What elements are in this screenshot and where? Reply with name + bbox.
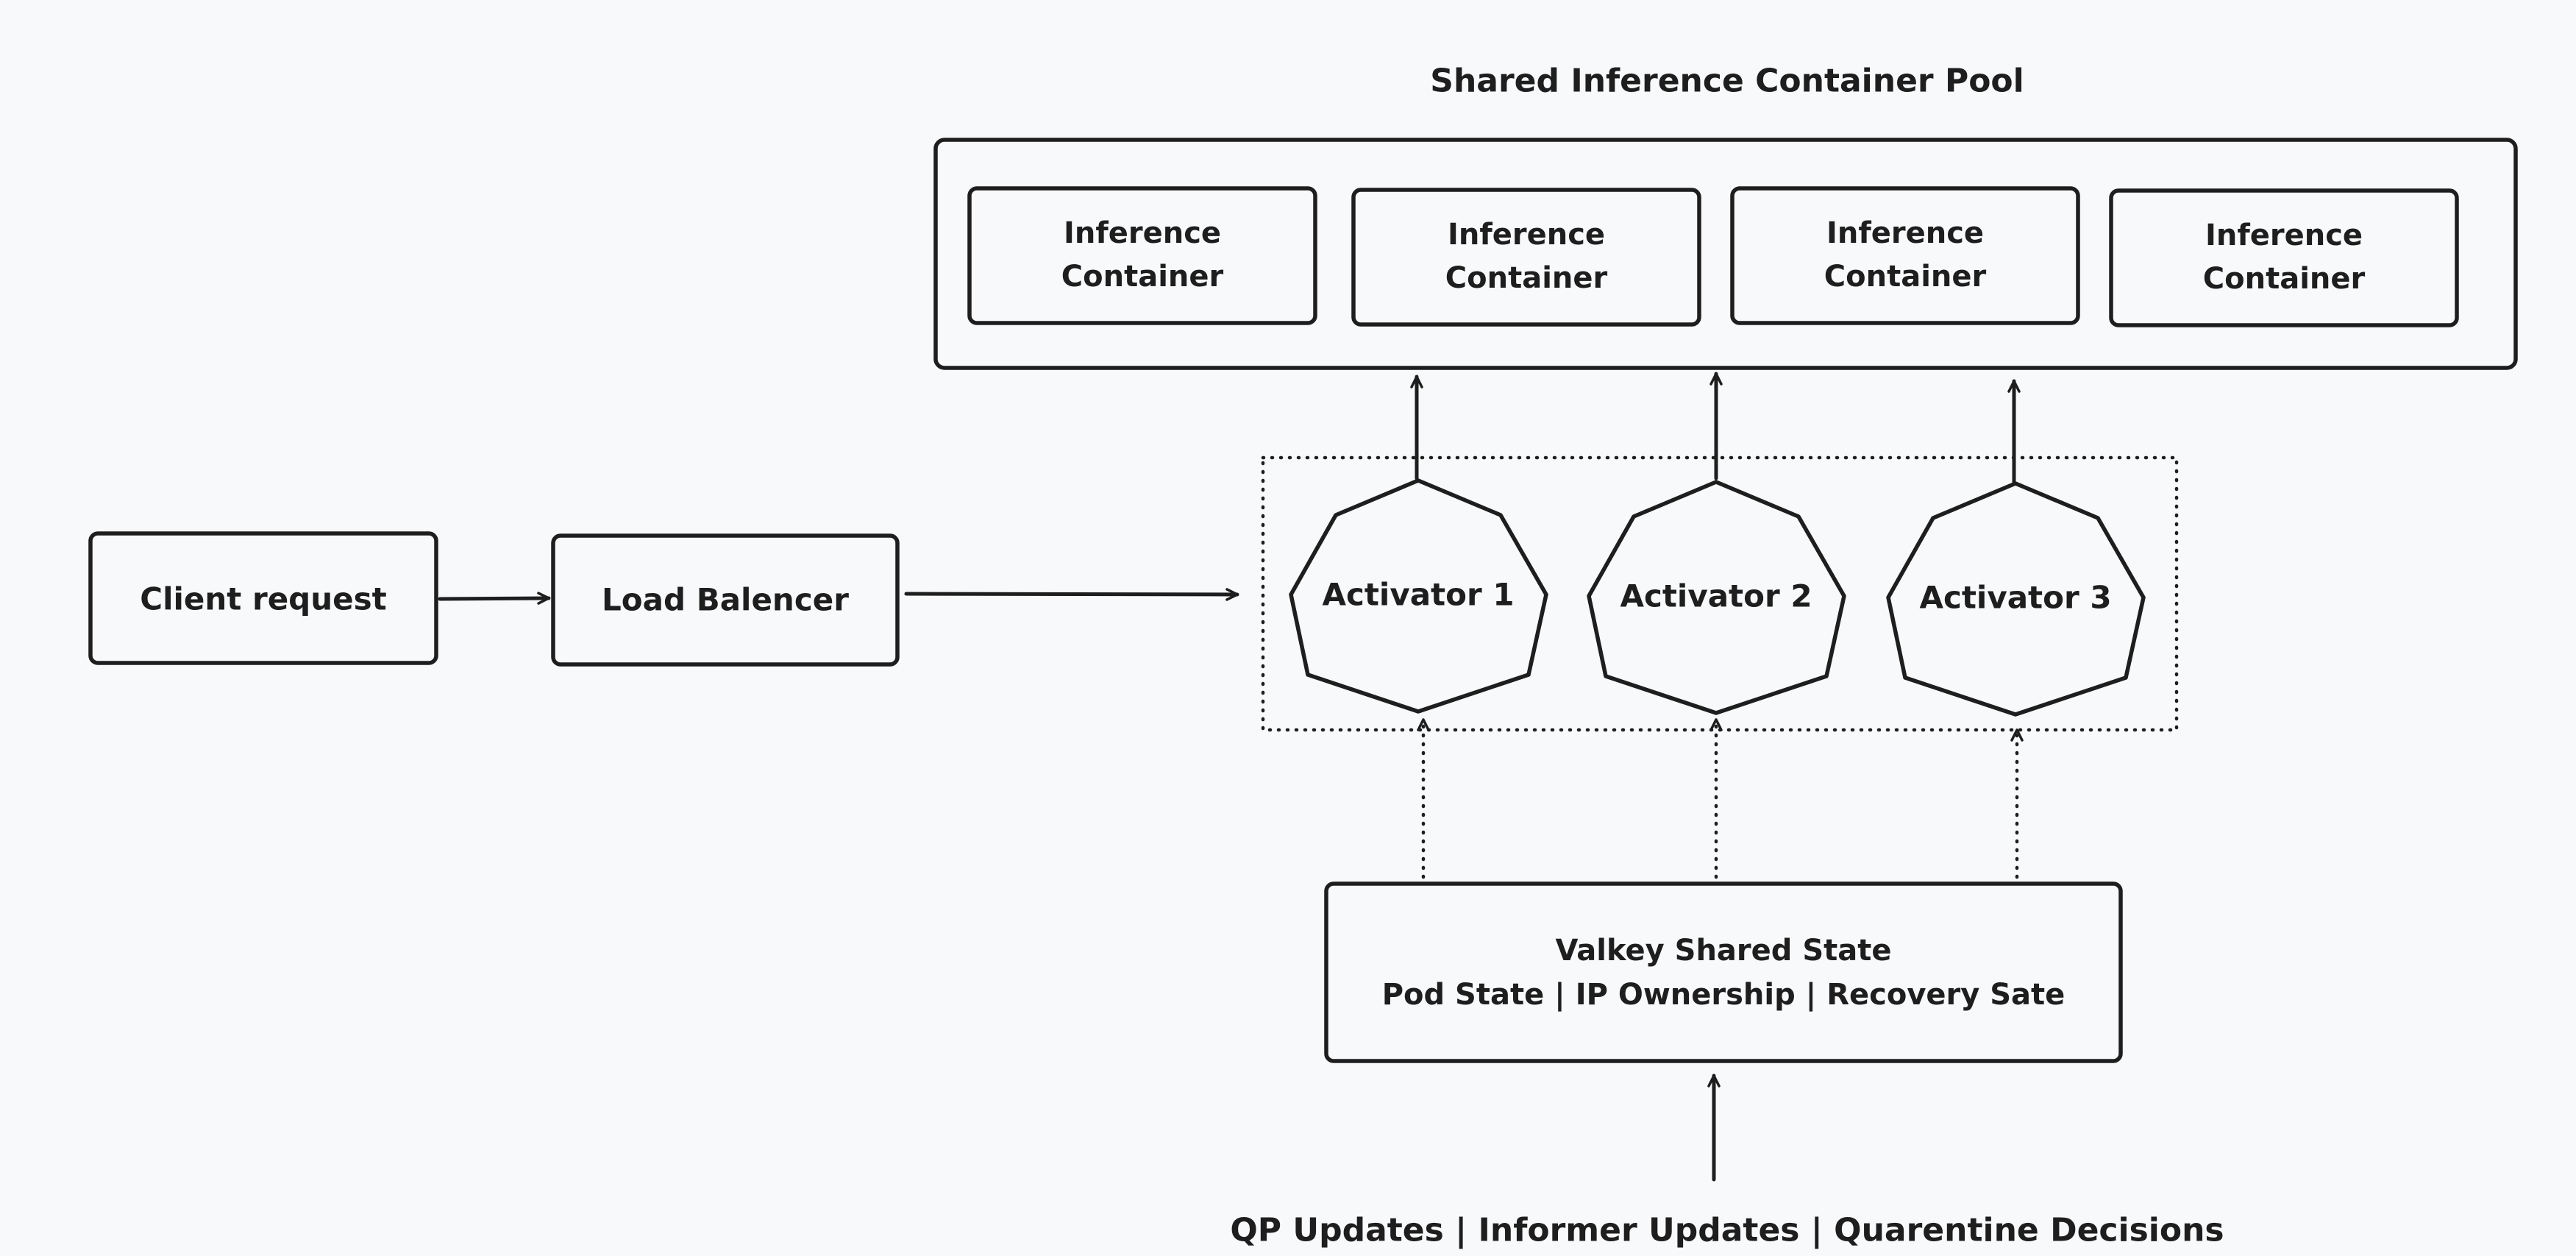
inference-container-3: Inference Container xyxy=(1730,186,2080,325)
container-label-line2: Container xyxy=(2203,262,2366,296)
container-label-line2: Container xyxy=(1061,260,1224,294)
arrow-client-to-lb xyxy=(438,592,551,605)
container-box xyxy=(1730,186,2080,325)
load-balancer-label: Load Balencer xyxy=(602,582,849,618)
updates-label: QP Updates | Informer Updates | Quarenti… xyxy=(1230,1212,2224,1249)
container-label-line2: Container xyxy=(1445,261,1608,295)
load-balancer-node: Load Balencer xyxy=(551,533,900,667)
container-label-line1: Inference xyxy=(1826,216,1984,250)
activator-label: Activator 3 xyxy=(1919,580,2111,616)
inference-container-2: Inference Container xyxy=(1351,188,1701,327)
arrow-lb-to-activators xyxy=(904,588,1239,601)
container-box xyxy=(1351,188,1701,327)
container-label-line1: Inference xyxy=(1448,218,1605,252)
container-pool-box xyxy=(933,138,2518,370)
container-box xyxy=(967,186,1317,325)
container-label-line1: Inference xyxy=(2205,219,2363,252)
container-label-line1: Inference xyxy=(1064,216,1221,250)
valkey-title: Valkey Shared State xyxy=(1556,934,1892,968)
activator-3: Activator 3 xyxy=(1886,481,2146,717)
client-request-label: Client request xyxy=(140,581,386,617)
valkey-shared-state-node: Valkey Shared State Pod State | IP Owner… xyxy=(1324,881,2123,1063)
valkey-subtitle: Pod State | IP Ownership | Recovery Sate xyxy=(1382,978,2066,1012)
client-request-box xyxy=(88,531,438,665)
activator-2: Activator 2 xyxy=(1587,480,1846,715)
valkey-box xyxy=(1324,881,2123,1063)
inference-container-4: Inference Container xyxy=(2109,188,2459,327)
activator-label: Activator 2 xyxy=(1620,578,1812,614)
activator-label: Activator 1 xyxy=(1322,577,1514,613)
pool-title: Shared Inference Container Pool xyxy=(1430,63,2024,100)
inference-container-1: Inference Container xyxy=(967,186,1317,325)
activator-shape xyxy=(1587,480,1846,715)
container-label-line2: Container xyxy=(1824,260,1987,294)
load-balancer-box xyxy=(551,533,900,667)
activator-1: Activator 1 xyxy=(1289,478,1548,714)
activator-shape xyxy=(1289,478,1548,714)
activator-shape xyxy=(1886,481,2146,717)
container-box xyxy=(2109,188,2459,327)
client-request-node: Client request xyxy=(88,531,438,665)
